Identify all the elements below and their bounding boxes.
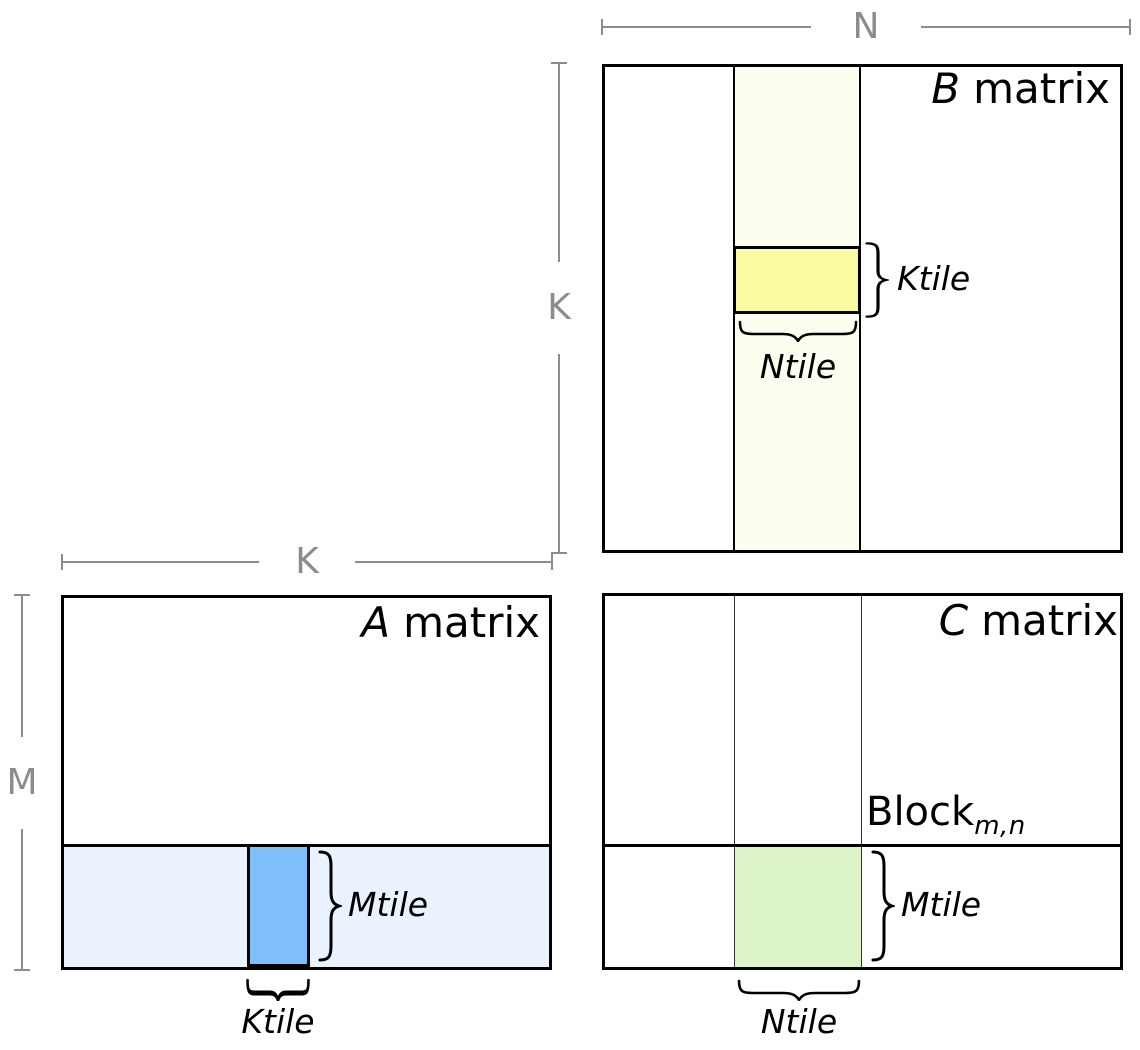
dimension-segment bbox=[21, 828, 23, 969]
dimension-tick bbox=[1129, 19, 1131, 35]
dimension-segment bbox=[558, 354, 560, 552]
a-mtile-label: Mtile bbox=[348, 885, 429, 924]
curly-brace-right-icon bbox=[865, 242, 889, 318]
b-ktile-label: Ktile bbox=[897, 259, 971, 298]
dimension-segment bbox=[63, 561, 260, 563]
b-matrix-title-word: matrix bbox=[973, 64, 1110, 113]
c-mtile-label: Mtile bbox=[901, 885, 982, 924]
k-dimension-line-a: K bbox=[61, 544, 554, 580]
curly-brace-right-icon bbox=[318, 850, 342, 962]
m-dimension-label: M bbox=[6, 761, 38, 803]
dimension-segment bbox=[603, 26, 811, 28]
dimension-tick bbox=[14, 969, 30, 971]
c-matrix-title-letter: C bbox=[938, 596, 969, 645]
n-dimension-line: N bbox=[601, 9, 1131, 45]
k-dimension-label-a: K bbox=[295, 541, 319, 582]
a-ktile-label: Ktile bbox=[241, 1002, 315, 1041]
dimension-tick bbox=[14, 594, 30, 596]
n-dimension-label: N bbox=[852, 6, 880, 47]
dimension-segment bbox=[921, 26, 1129, 28]
c-matrix-column-line-left bbox=[734, 596, 735, 967]
c-matrix-mtile-ntile-tile bbox=[734, 846, 862, 967]
dimension-tick bbox=[61, 554, 63, 570]
curly-brace-under-icon bbox=[737, 979, 861, 1001]
c-block-label-text: Block bbox=[866, 789, 975, 835]
dimension-tick bbox=[601, 19, 603, 35]
c-matrix-column-line-right bbox=[861, 596, 862, 967]
a-matrix-title-word: matrix bbox=[403, 598, 540, 647]
dimension-segment bbox=[354, 561, 552, 563]
m-dimension-line: M bbox=[6, 594, 38, 971]
k-dimension-line-b: K bbox=[544, 62, 574, 554]
b-matrix-title-letter: B bbox=[931, 64, 961, 113]
dimension-segment bbox=[21, 596, 23, 737]
a-matrix-mtile-ktile-tile bbox=[247, 844, 310, 967]
dimension-tick bbox=[551, 552, 567, 554]
a-matrix-title-letter: A bbox=[361, 598, 391, 647]
b-matrix-rect bbox=[602, 64, 1123, 553]
c-block-label-subscript: m,n bbox=[974, 811, 1026, 841]
curly-brace-under-icon bbox=[246, 979, 310, 1001]
b-ntile-label: Ntile bbox=[759, 347, 837, 386]
c-matrix-rect bbox=[602, 593, 1123, 970]
b-matrix-ktile-ntile-tile bbox=[733, 246, 861, 314]
dimension-tick bbox=[551, 62, 567, 64]
c-matrix-row-divider bbox=[605, 844, 1120, 847]
c-ntile-label: Ntile bbox=[760, 1002, 838, 1041]
curly-brace-under-icon bbox=[738, 320, 858, 342]
curly-brace-right-icon bbox=[871, 850, 895, 962]
c-block-label: Blockm,n bbox=[866, 790, 1026, 841]
dimension-segment bbox=[558, 64, 560, 262]
k-dimension-label-b: K bbox=[547, 287, 571, 328]
dimension-tick bbox=[551, 554, 554, 570]
c-matrix-title-word: matrix bbox=[981, 596, 1118, 645]
